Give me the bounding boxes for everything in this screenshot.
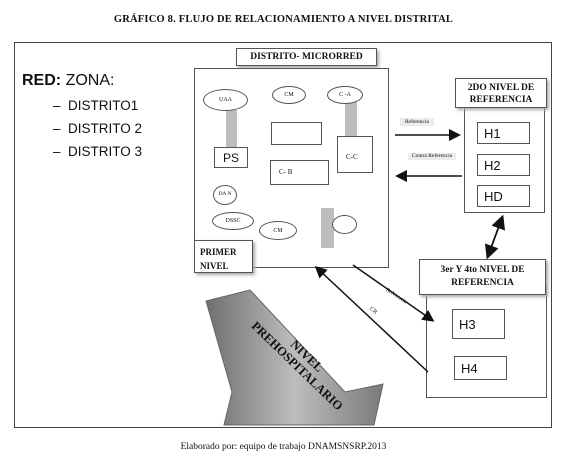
contra-referencia-label: Contra Referencia bbox=[408, 153, 456, 160]
diagram-frame bbox=[14, 42, 552, 428]
h1-node: H1 bbox=[477, 122, 530, 144]
cr-arrow bbox=[314, 265, 429, 373]
prehospitalario-shape bbox=[205, 289, 384, 426]
cc-node: C-C bbox=[337, 136, 373, 173]
ca-node: C -A bbox=[327, 86, 363, 104]
footer-credit: Elaborado por: equipo de trabajo DNAMSNS… bbox=[180, 442, 387, 452]
red-legend: RED: ZONA: bbox=[22, 73, 114, 89]
tercer-nivel-box bbox=[426, 285, 547, 398]
uaa-ps-connector bbox=[226, 110, 237, 148]
red-item-distrito-2: – DISTRITO 2 bbox=[53, 121, 143, 136]
red-item-distrito-3: – DISTRITO 3 bbox=[53, 144, 143, 159]
red-item-distrito-1: – DISTRITO1 bbox=[53, 98, 139, 113]
empty-node bbox=[271, 122, 322, 145]
page-title: GRÁFICO 8. FLUJO DE RELACIONAMIENTO A NI… bbox=[113, 14, 454, 25]
dssc-node: DSSC bbox=[212, 212, 254, 230]
primer-nivel-label: PRIMER NIVEL bbox=[194, 240, 253, 273]
zona-label: ZONA: bbox=[65, 72, 115, 89]
distrito-header: DISTRITO- MICRORRED bbox=[236, 48, 377, 66]
hd-node: HD bbox=[477, 185, 530, 207]
h2-node: H2 bbox=[477, 154, 530, 176]
cb-node: C- B bbox=[270, 160, 329, 185]
red-item-label: DISTRITO 3 bbox=[68, 144, 143, 159]
red-item-label: DISTRITO1 bbox=[68, 98, 139, 113]
ca-cc-connector bbox=[345, 102, 357, 136]
uaa-node: UAA bbox=[203, 89, 248, 111]
tercer-nivel-header: 3er Y 4to NIVEL DE REFERENCIA bbox=[419, 259, 546, 295]
referencia-diag-arrow bbox=[352, 264, 435, 322]
h3-node: H3 bbox=[452, 309, 505, 339]
ps-node: PS bbox=[214, 147, 248, 168]
referencia-label: Referencia bbox=[400, 118, 434, 126]
circle-node bbox=[332, 215, 357, 234]
h4-node: H4 bbox=[454, 356, 507, 380]
dan-node: DA N bbox=[213, 185, 237, 205]
nivel2-nivel3-arrow bbox=[484, 214, 506, 260]
cm-bottom-node: CM bbox=[259, 221, 297, 240]
red-label: RED: bbox=[22, 72, 62, 89]
vertical-connector bbox=[321, 208, 334, 248]
cm-top-node: CM bbox=[272, 86, 306, 104]
segundo-nivel-header: 2DO NIVEL DE REFERENCIA bbox=[455, 78, 547, 108]
red-item-label: DISTRITO 2 bbox=[68, 121, 143, 136]
